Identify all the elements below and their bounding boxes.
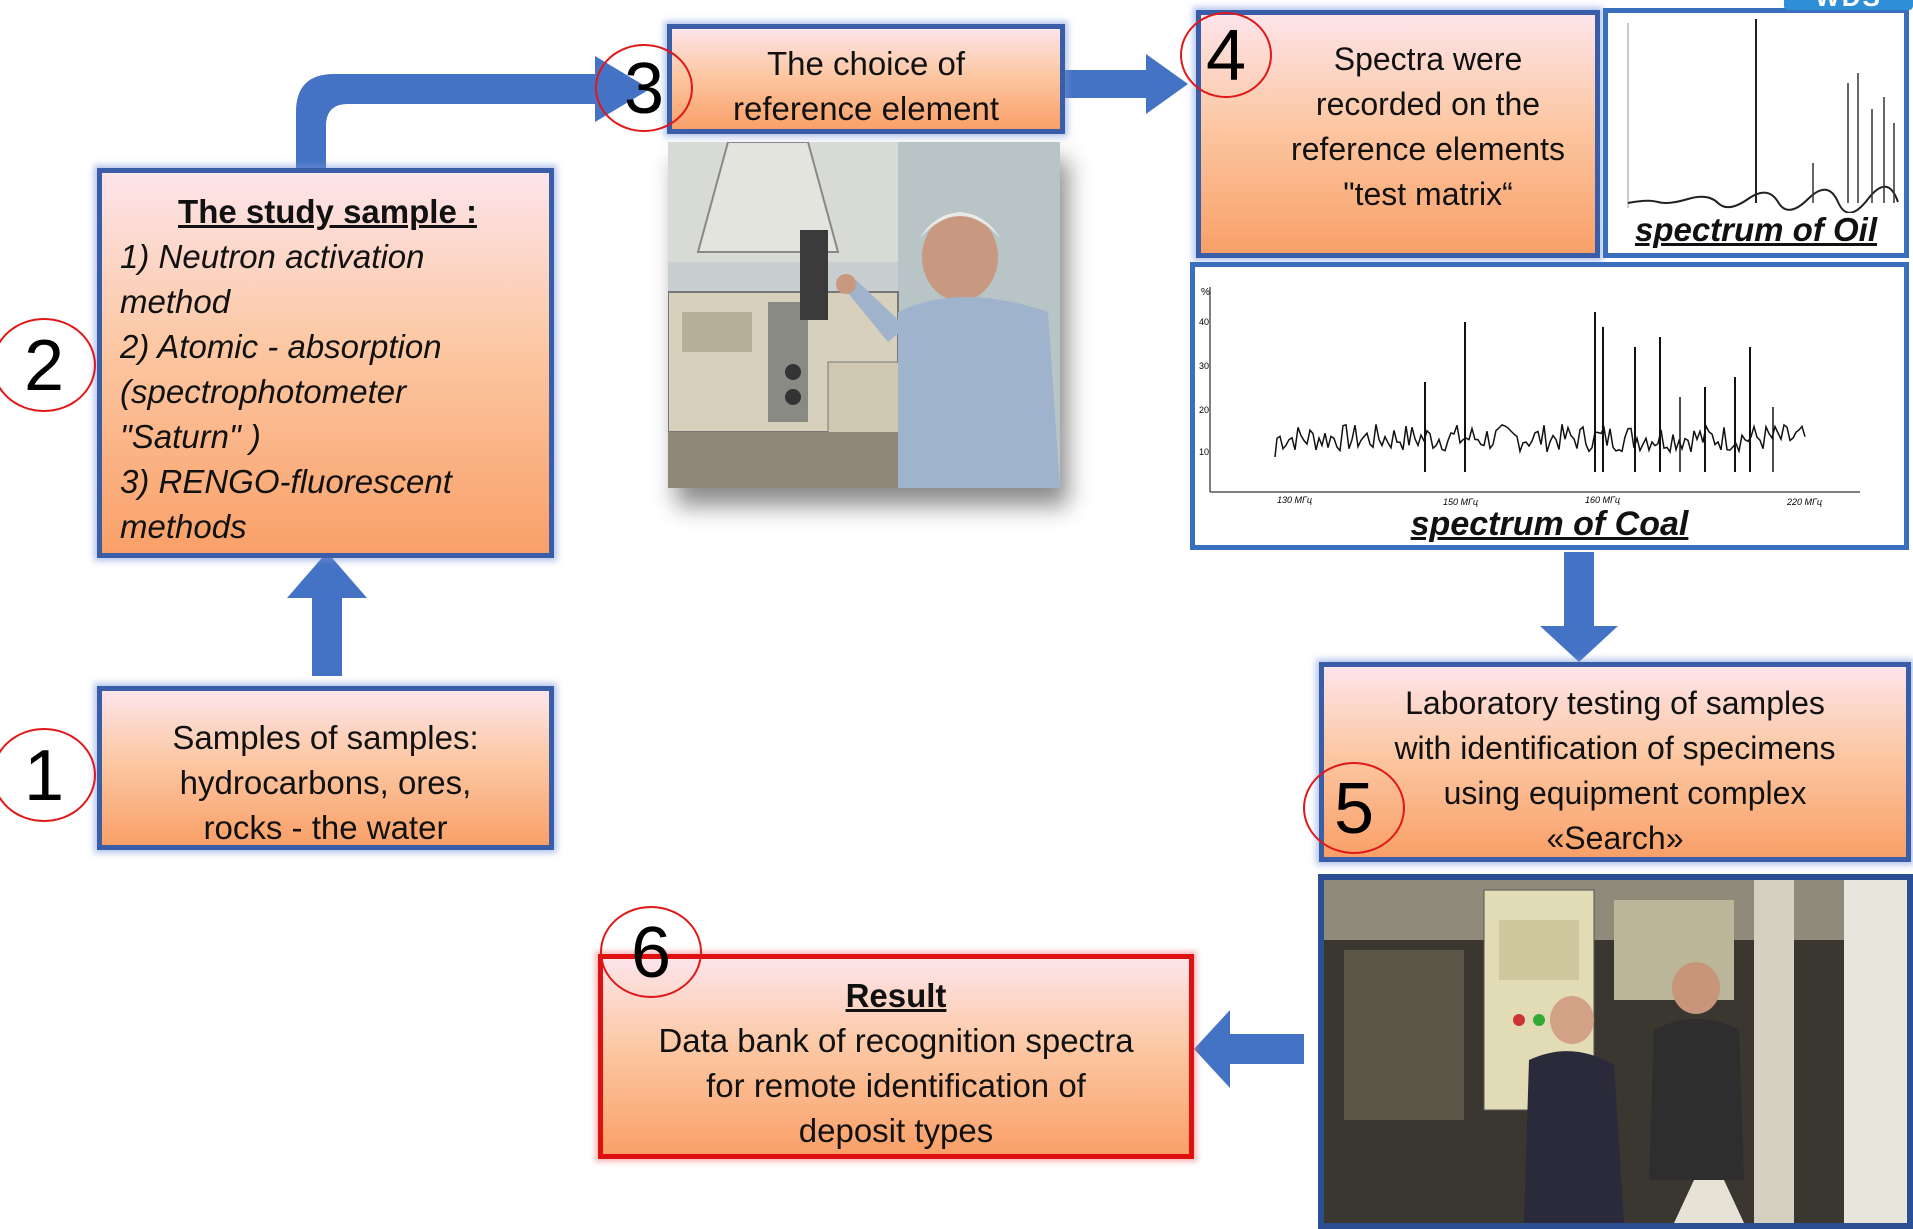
coal-y-tick-20: 20 <box>1199 405 1209 415</box>
step6-line-2: for remote identification of <box>706 1067 1086 1104</box>
step6-number-badge: 6 <box>600 906 702 998</box>
step1-number-badge: 1 <box>0 728 96 822</box>
coal-x-tick-150: 150 МГц <box>1443 497 1478 507</box>
corner-logo-badge: WDS <box>1784 0 1913 10</box>
step5-line-3: using equipment complex <box>1443 775 1807 811</box>
step5-line-2: with identification of specimens <box>1394 730 1836 766</box>
step3-box: The choice of reference element <box>667 24 1065 134</box>
step6-result-box: Result Data bank of recognition spectra … <box>598 954 1194 1159</box>
coal-y-tick-10: 10 <box>1199 447 1209 457</box>
step2-line-5: "Saturn" ) <box>120 418 261 455</box>
coal-x-tick-220: 220 МГц <box>1786 497 1822 507</box>
step4-box: Spectra were recorded on the reference e… <box>1196 10 1600 258</box>
step2-line-1: 1) Neutron activation <box>120 238 425 275</box>
step2-title: The study sample : <box>178 193 477 230</box>
step4-line-2: recorded on the <box>1315 86 1541 122</box>
step4-line-1: Spectra were <box>1333 41 1523 77</box>
step5-number-badge: 5 <box>1303 762 1405 854</box>
step5-line-4: «Search» <box>1546 820 1684 856</box>
arrow-step5-to-step6 <box>1194 1010 1304 1088</box>
step2-line-7: methods <box>120 508 247 545</box>
arrow-step1-to-step2 <box>287 552 367 676</box>
oil-spectrum-panel: spectrum of Oil <box>1603 8 1909 258</box>
spectrophotometer-photo <box>668 142 1060 488</box>
step3-line-2: reference element <box>733 90 999 127</box>
step6-title: Result <box>845 977 947 1014</box>
step2-number-badge: 2 <box>0 318 96 412</box>
step6-line-1: Data bank of recognition spectra <box>658 1022 1134 1059</box>
step4-number-badge: 4 <box>1180 12 1272 98</box>
equipment-complex-photo <box>1318 874 1913 1229</box>
step2-line-3: 2) Atomic - absorption <box>120 328 442 365</box>
coal-y-tick-40: 40 <box>1199 317 1209 327</box>
step2-box: The study sample : 1) Neutron activation… <box>97 168 554 558</box>
step4-line-4: "test matrix“ <box>1343 176 1513 212</box>
step1-box: Samples of samples: hydrocarbons, ores, … <box>97 686 554 850</box>
coal-spectrum-caption: spectrum of Coal <box>1410 505 1689 543</box>
step2-line-4: (spectrophotometer <box>120 373 407 410</box>
coal-spectrum-panel: % 40 30 20 10 130 МГц 150 МГц 160 МГц 22… <box>1190 262 1909 550</box>
coal-x-tick-130: 130 МГц <box>1277 495 1312 505</box>
coal-spectrum-plot: % 40 30 20 10 130 МГц 150 МГц 160 МГц 22… <box>1199 287 1860 507</box>
oil-spectrum-caption: spectrum of Oil <box>1634 211 1878 248</box>
coal-y-tick-30: 30 <box>1199 361 1209 371</box>
step5-box: Laboratory testing of samples with ident… <box>1319 662 1911 862</box>
coal-y-unit: % <box>1201 287 1210 298</box>
arrow-step4-to-step5 <box>1540 552 1618 662</box>
step4-line-3: reference elements <box>1291 131 1565 167</box>
step2-line-6: 3) RENGO-fluorescent <box>120 463 452 500</box>
step6-line-3: deposit types <box>798 1112 994 1149</box>
step2-line-2: method <box>120 283 231 320</box>
step5-line-1: Laboratory testing of samples <box>1405 685 1825 721</box>
coal-x-tick-160: 160 МГц <box>1585 495 1620 505</box>
arrow-step3-to-step4 <box>1064 54 1188 114</box>
step1-line-2: hydrocarbons, ores, <box>179 764 472 801</box>
step3-line-1: The choice of <box>766 45 966 82</box>
oil-spectrum-plot <box>1627 19 1899 213</box>
step3-number-badge: 3 <box>595 44 693 132</box>
step1-line-1: Samples of samples: <box>172 719 479 756</box>
step1-line-3: rocks - the water <box>203 809 448 846</box>
